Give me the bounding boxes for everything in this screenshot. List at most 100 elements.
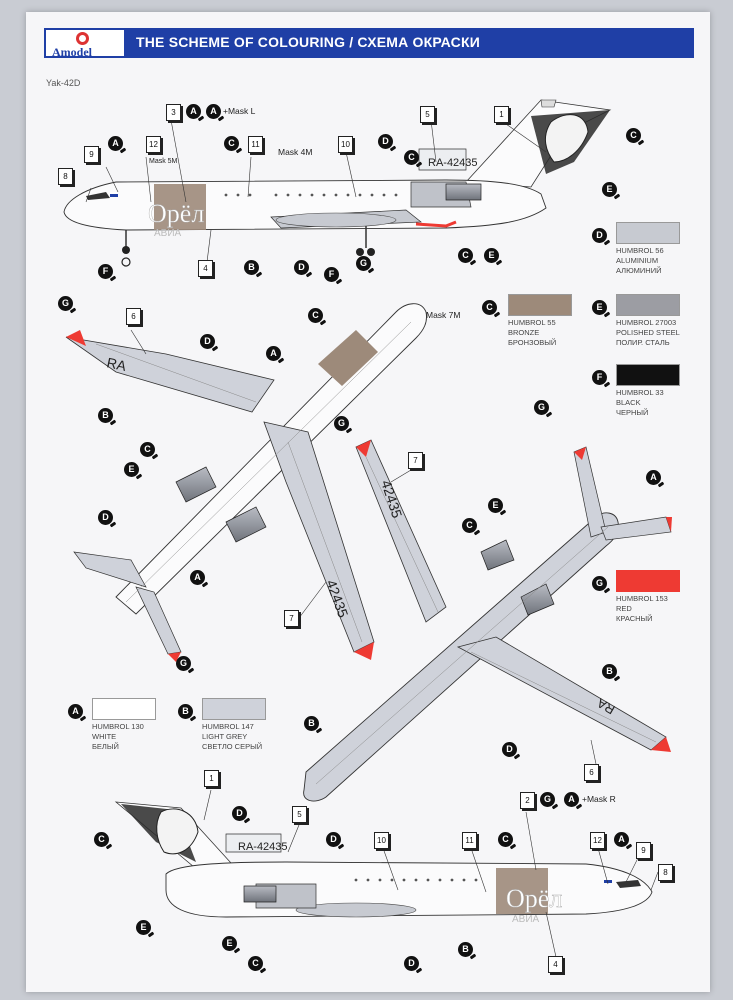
paint-callout-b-bottom: B [458, 942, 473, 957]
paint-callout-a-bottom-fwd: A [614, 832, 629, 847]
decal-badge-5-bottom: 5 [292, 806, 307, 823]
paint-callout-d-bottom-tail: D [232, 806, 247, 821]
mask-r-label: +Mask R [582, 794, 616, 804]
legend-swatch-bronze [508, 294, 572, 316]
decal-badge-10-top: 10 [338, 136, 353, 153]
decal-badge-7-plan: 7 [284, 610, 299, 627]
legend-letter-a: A [68, 704, 83, 719]
legend-swatch-black [616, 364, 680, 386]
mask-4m-label: Mask 4M [278, 147, 313, 157]
decal-badge-12-top: 12 [146, 136, 161, 153]
paint-callout-c-pod-top: C [404, 150, 419, 165]
livery-main-top: Орёл [148, 199, 204, 228]
paint-callout-c-eng-low-top: C [458, 248, 473, 263]
model-name: Yak-42D [46, 78, 81, 88]
decal-badge-8-bottom: 8 [658, 864, 673, 881]
reg-top: RA-42435 [428, 157, 478, 169]
decal-badge-10-bottom: 10 [374, 832, 389, 849]
side-view-right [114, 801, 653, 918]
decal-badge-11-bottom: 11 [462, 832, 477, 849]
legend-swatch-red [616, 570, 680, 592]
decal-badge-3-top: 3 [166, 104, 181, 121]
decal-badge-9-bottom: 9 [636, 842, 651, 859]
legend-swatch-aluminium [616, 222, 680, 244]
paint-callout-f-gear-top: F [98, 264, 113, 279]
decal-badge-7-lower: 7 [408, 452, 423, 469]
paint-callout-f-main-gear-top: F [324, 267, 339, 282]
logo-ring-icon [76, 32, 89, 45]
paint-callout-c-bottom-tail: C [94, 832, 109, 847]
paint-callout-c-plan: C [308, 308, 323, 323]
legend-swatch-light-grey [202, 698, 266, 720]
decal-badge-2-bottom: 2 [520, 792, 535, 809]
paint-callout-a-lower-tail: A [646, 470, 661, 485]
plan-view-lower: 42435 RA [303, 439, 672, 802]
decal-badge-1-bottom: 1 [204, 770, 219, 787]
paint-callout-a-bottom: A [564, 792, 579, 807]
paint-callout-c-lower: C [462, 518, 477, 533]
paint-callout-d-eng-top: D [378, 134, 393, 149]
decal-badge-1-top: 1 [494, 106, 509, 123]
livery-sub-top: АВИА [154, 228, 182, 239]
paint-callout-g-lower-wing: G [334, 416, 349, 431]
paint-callout-g-top: G [356, 256, 371, 271]
paint-callout-b-lower: B [602, 664, 617, 679]
logo-text: Amodel [52, 45, 92, 59]
paint-callout-a-top2: A [206, 104, 221, 119]
paint-callout-g-wingtip: G [58, 296, 73, 311]
paint-callout-b-plan: B [98, 408, 113, 423]
paint-callout-c-bottom-band: C [498, 832, 513, 847]
reg-bottom: RA-42435 [238, 841, 288, 853]
paint-callout-d-wing-top: D [294, 260, 309, 275]
paint-callout-e-bottom: E [136, 920, 151, 935]
page-title: THE SCHEME OF COLOURING / СХЕМА ОКРАСКИ [136, 34, 480, 50]
amodel-logo: Amodel [44, 28, 126, 59]
paint-callout-b-lower-nose: B [304, 716, 319, 731]
side-view-left [63, 99, 612, 267]
paint-callout-a-top: A [186, 104, 201, 119]
paint-callout-b-top: B [244, 260, 259, 275]
mask-7m-label: Mask 7M [426, 310, 461, 320]
paint-callout-d-tail-plan: D [98, 510, 113, 525]
paint-callout-e-bottom-eng: E [222, 936, 237, 951]
paint-callout-g-bottom: G [540, 792, 555, 807]
legend-letter-f: F [592, 370, 607, 385]
paint-callout-d-bottom-eng: D [326, 832, 341, 847]
mask-5m-label: Mask 5M [149, 158, 178, 165]
legend-letter-c: C [482, 300, 497, 315]
livery-sub-bottom: АВИА [512, 914, 540, 925]
paint-callout-e-tail-top: E [602, 182, 617, 197]
header-bar: Amodel THE SCHEME OF COLOURING / СХЕМА О… [44, 28, 694, 59]
decal-badge-5-top: 5 [420, 106, 435, 123]
paint-callout-d-plan: D [200, 334, 215, 349]
decal-badge-6-plan: 6 [126, 308, 141, 325]
decal-badge-4-bottom: 4 [548, 956, 563, 973]
paint-callout-g-lower-tail: G [534, 400, 549, 415]
decal-badge-4-top: 4 [198, 260, 213, 277]
aircraft-drawings: RA 42435 42435 RA [63, 99, 672, 958]
paint-callout-a-fwd-top: A [108, 136, 123, 151]
paint-callout-c-bottom-eng: C [248, 956, 263, 971]
decal-badge-11-top: 11 [248, 136, 263, 153]
plan-view-upper: RA 42435 [65, 303, 427, 662]
mask-l-label: +Mask L [223, 106, 256, 116]
decal-badge-6-lower: 6 [584, 764, 599, 781]
livery-main-bottom: Орёл [506, 884, 562, 913]
paint-callout-a-tail-plan: A [190, 570, 205, 585]
instruction-sheet: Amodel THE SCHEME OF COLOURING / СХЕМА О… [26, 12, 710, 992]
legend-swatch-white [92, 698, 156, 720]
paint-callout-c-tail-top: C [626, 128, 641, 143]
paint-callout-e-lower: E [488, 498, 503, 513]
paint-callout-d-bottom-wing: D [404, 956, 419, 971]
legend-letter-e: E [592, 300, 607, 315]
legend-letter-d: D [592, 228, 607, 243]
paint-callout-d-lower: D [502, 742, 517, 757]
wing-reg-prefix: RA [105, 354, 128, 374]
legend-swatch-polished-steel [616, 294, 680, 316]
decal-badge-12-bottom: 12 [590, 832, 605, 849]
